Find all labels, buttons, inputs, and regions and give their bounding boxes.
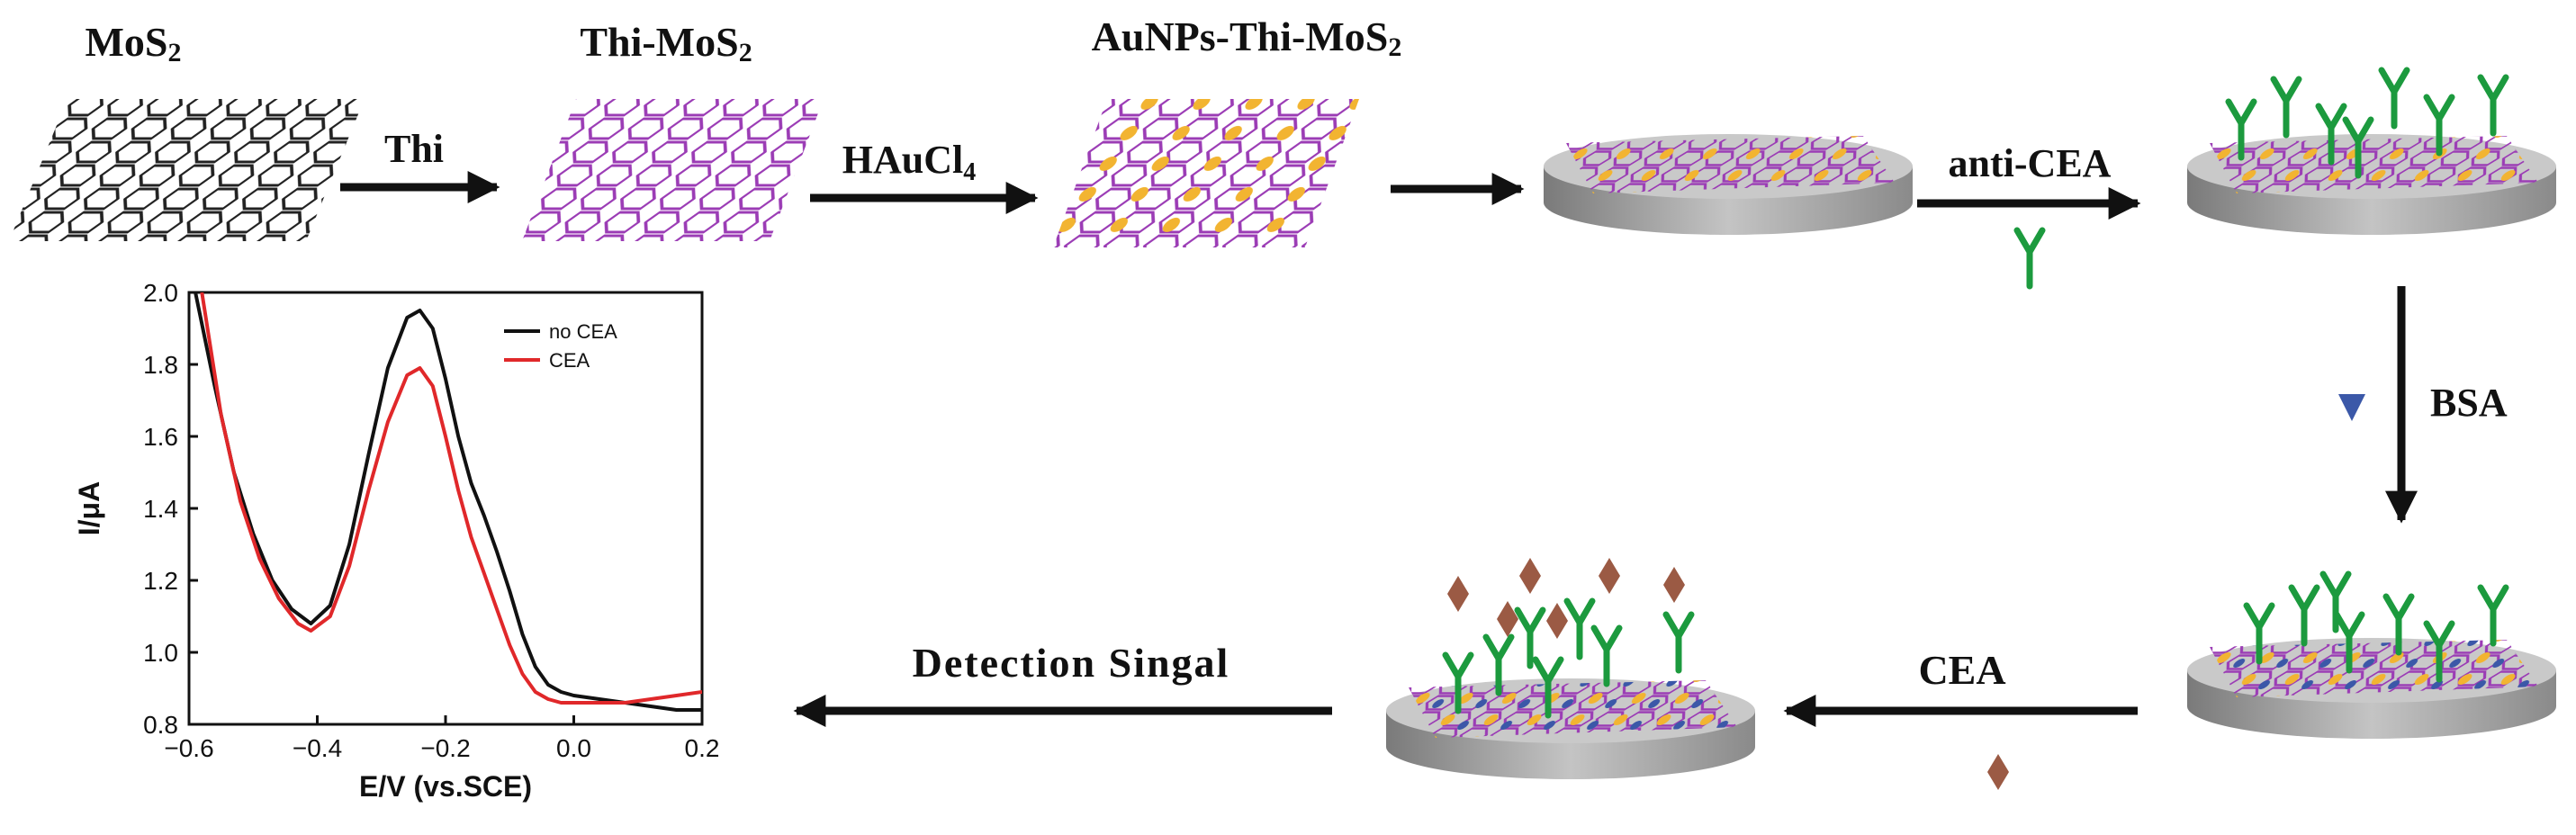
y-tick-label: 0.8: [143, 711, 178, 739]
x-tick-label: −0.6: [164, 734, 213, 762]
x-axis-ticks: −0.6 −0.4 −0.2 0.0 0.2: [164, 715, 719, 762]
x-tick-label: 0.0: [556, 734, 591, 762]
detection-signal-arrow: Detection Singal: [793, 640, 1332, 727]
y-tick-label: 1.4: [143, 495, 178, 523]
thi-mos2-sheet: [522, 99, 824, 241]
plot-frame: [187, 291, 704, 726]
aunps-thi-mos2-label: AuNPs-Thi-MoS2: [1092, 13, 1402, 62]
y-tick-label: 1.2: [143, 567, 178, 595]
mos2-sheet: [9, 99, 365, 241]
x-axis-label: E/V (vs.SCE): [359, 770, 532, 803]
x-tick-label: 0.2: [685, 734, 720, 762]
legend-entry: CEA: [549, 349, 590, 372]
mos2-label: MoS2: [86, 19, 182, 67]
thi-mos2-label: Thi-MoS2: [580, 19, 752, 67]
anti-cea-arrow-label: anti-CEA: [1949, 141, 2112, 185]
thi-mos2-stage: Thi-MoS2: [522, 19, 824, 241]
dpv-chart: −0.6 −0.4 −0.2 0.0 0.2 0.8 1.0 1.2 1.4 1.6 1.8 2.0…: [73, 279, 719, 803]
modified-electrode: [1544, 134, 1913, 235]
mos2-stage: MoS2: [9, 19, 365, 241]
detection-signal-label: Detection Singal: [913, 640, 1230, 686]
haucl4-arrow-label: HAuCl4: [842, 138, 976, 186]
aunps-thi-mos2-stage: AuNPs-Thi-MoS2: [1053, 13, 1401, 247]
legend-entry: no CEA: [549, 320, 617, 343]
gold-nanoparticles: [1053, 99, 1359, 247]
thi-arrow: Thi: [340, 127, 500, 203]
bsa-electrode: [2187, 574, 2556, 739]
series-line: [200, 292, 702, 705]
cea-arrow-label: CEA: [1918, 647, 2005, 693]
x-tick-label: −0.2: [420, 734, 470, 762]
x-tick-label: −0.4: [293, 734, 342, 762]
bsa-triangle-icon: [2338, 394, 2365, 421]
y-axis-ticks: 0.8 1.0 1.2 1.4 1.6 1.8 2.0: [143, 279, 198, 739]
cea-diamond-icon: [1987, 754, 2009, 790]
y-tick-label: 2.0: [143, 279, 178, 307]
curves: [194, 292, 702, 712]
y-tick-label: 1.6: [143, 423, 178, 451]
captured-cea-electrode: [1386, 558, 1755, 779]
anti-cea-arrow: anti-CEA: [1917, 141, 2141, 286]
thi-arrow-label: Thi: [384, 127, 444, 171]
y-tick-label: 1.0: [143, 639, 178, 667]
y-tick-label: 1.8: [143, 351, 178, 379]
series-line: [194, 292, 702, 712]
bsa-arrow-label: BSA: [2430, 381, 2508, 425]
y-axis-label: I/μA: [73, 481, 105, 535]
antibody-y-icon: [2017, 230, 2042, 286]
legend: no CEA CEA: [504, 320, 617, 372]
bsa-arrow: BSA: [2338, 286, 2508, 524]
haucl4-arrow: HAuCl4: [810, 138, 1039, 214]
antibody-electrode: [2187, 70, 2556, 235]
cea-arrow: CEA: [1783, 647, 2138, 790]
